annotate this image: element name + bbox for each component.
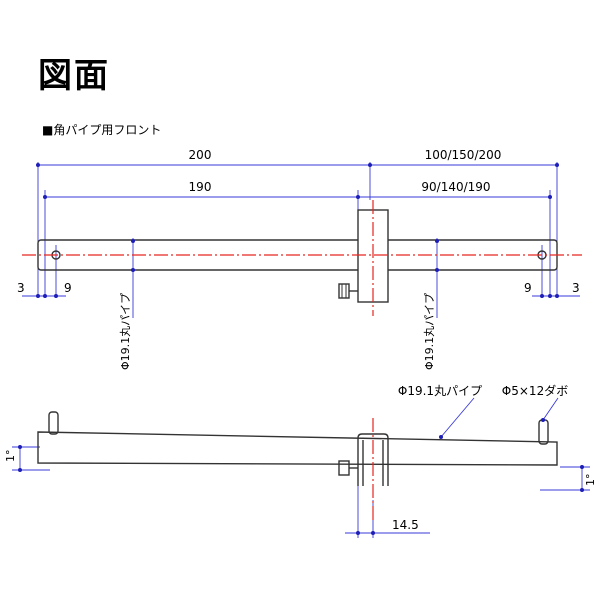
right-dowel	[538, 419, 549, 445]
side-pipe-label: Φ19.1丸パイプ	[398, 384, 482, 398]
dim-left-hole-label: 9	[64, 281, 72, 295]
pipe-label-right: Φ19.1丸パイプ	[423, 293, 436, 370]
side-view	[12, 397, 590, 538]
dowel-label: Φ5×12ダボ	[502, 383, 568, 398]
front-view	[22, 162, 582, 318]
angle-right-label: 1°	[584, 474, 597, 487]
dim-right-label: 100/150/200	[425, 148, 502, 162]
angle-left-label: 1°	[4, 450, 17, 463]
side-rod	[37, 431, 558, 466]
dim-right-hole-label: 9	[524, 281, 532, 295]
side-clamp-knob	[338, 460, 350, 476]
section-label: ■角パイプ用フロント	[42, 123, 162, 137]
dim-inner-right-label: 90/140/190	[421, 180, 490, 194]
pipe-label-left: Φ19.1丸パイプ	[119, 293, 132, 370]
dowel-leader	[542, 397, 559, 421]
dim-right-edge-label: 3	[572, 281, 580, 295]
dim-190-label: 190	[189, 180, 212, 194]
left-dowel	[48, 411, 59, 435]
pipe-leader	[440, 397, 475, 438]
clamp-knob	[338, 283, 350, 299]
page-title: 図面	[38, 56, 110, 96]
side-clamp	[357, 433, 389, 486]
dim-200-label: 200	[189, 148, 212, 162]
clamp-offset-label: 14.5	[392, 518, 419, 532]
dim-left-edge-label: 3	[17, 281, 25, 295]
